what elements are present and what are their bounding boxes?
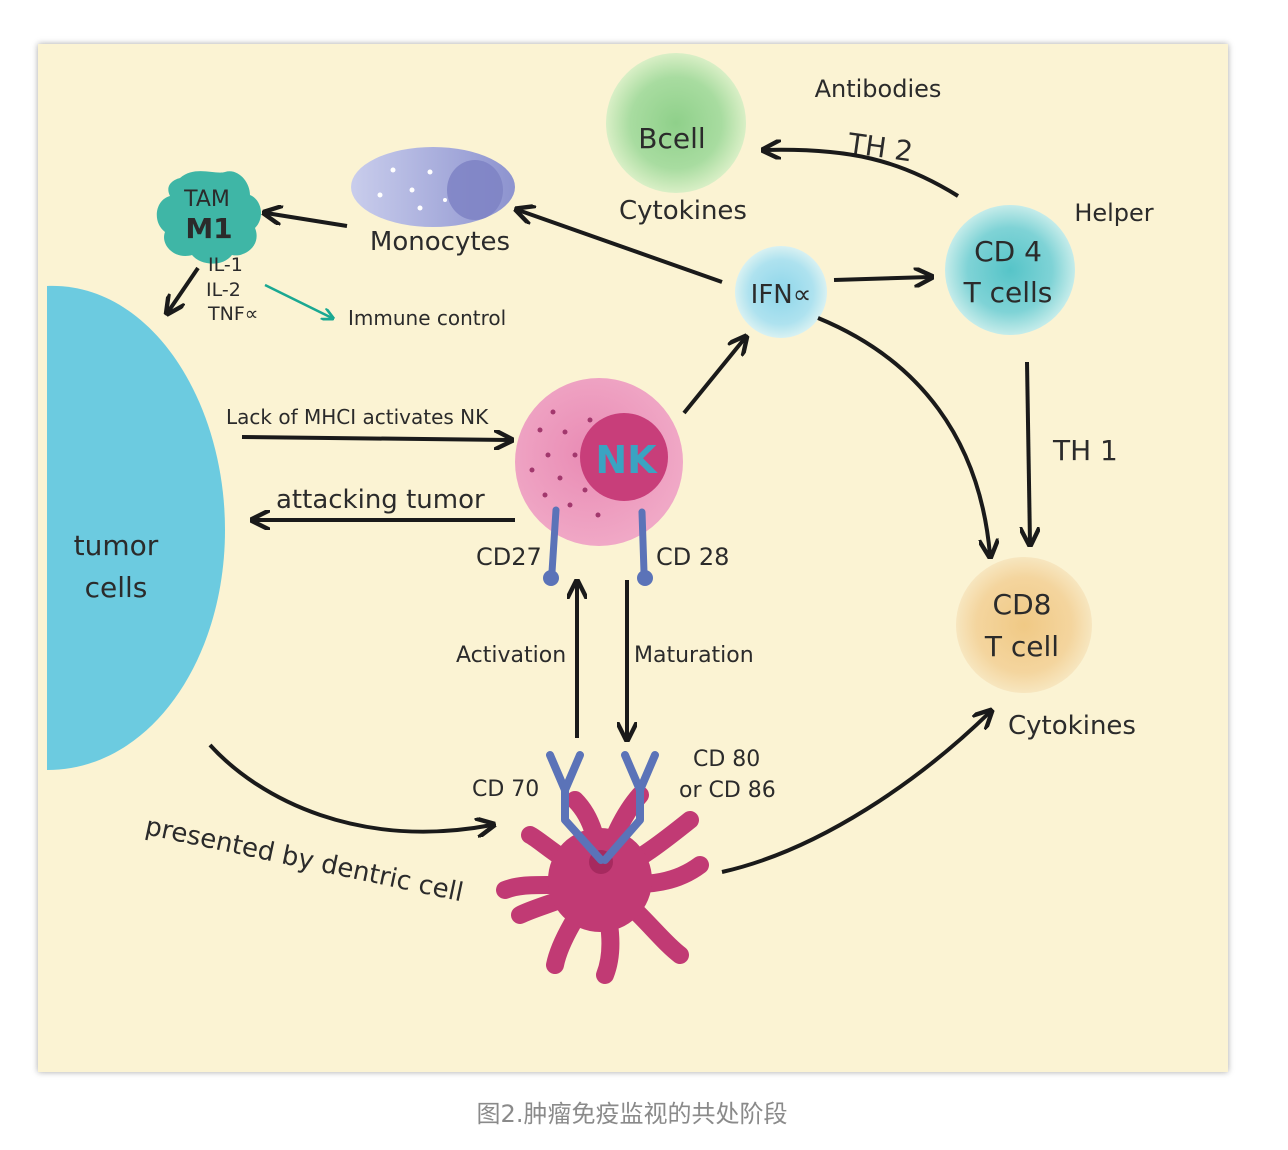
immune-control-label: Immune control [348,306,506,330]
arrow-th1 [1027,361,1030,543]
activation-label: Activation [456,643,566,668]
cd70-label: CD 70 [472,777,539,802]
cd28-label: CD 28 [656,543,729,571]
arrows [168,150,1030,874]
arrow-monocytes-tam [266,213,348,228]
arrow-immune-control [264,283,332,318]
figure-caption: 图2.肿瘤免疫监视的共处阶段 [476,1100,788,1128]
lack-mhc-label: Lack of MHCI activates NK [226,405,489,429]
arrow-dendritic-cd8 [721,712,990,874]
arrow-presented [208,743,492,832]
monocytes-label: Monocytes [370,227,510,257]
cd80-label-1: CD 80 [693,747,760,772]
cd80-label-2: or CD 86 [679,778,776,803]
tam-label: TAM [183,187,230,212]
monocytes: Monocytes [351,147,515,257]
cd8-label-1: CD8 [993,588,1052,621]
il1-label: IL-1 [208,254,243,276]
bcell-label: Bcell [638,122,705,155]
arrow-th2 [765,150,960,198]
maturation-label: Maturation [634,643,754,668]
arrow-ifn-monocytes [518,210,723,284]
helper-label: Helper [1074,199,1153,227]
tumor-label-1: tumor [74,529,159,562]
cd8-t-cell: CD8 T cell [956,557,1092,693]
arrow-lack-mhc [241,437,510,440]
b-cell: Bcell [606,53,746,193]
antibodies-label: Antibodies [815,75,942,103]
tumor-label-2: cells [85,571,148,604]
attacking-tumor-label: attacking tumor [276,485,485,515]
cd4-t-cells: CD 4 T cells [945,205,1075,335]
il2-label: IL-2 [206,279,241,301]
cd8-label-2: T cell [984,630,1059,663]
nk-label: NK [595,438,658,482]
cd27-label: CD27 [476,543,542,571]
presented-label: presented by dentric cell [143,812,466,909]
arrow-tam-tumor [168,266,200,312]
cd8-cytokines-label: Cytokines [1008,711,1136,741]
tnf-label: TNF∝ [207,303,258,325]
cd4-label-2: T cells [963,276,1053,309]
arrow-ifn-cd8 [817,316,990,555]
m1-label: M1 [185,212,232,245]
nk-cell: NK [515,378,683,586]
cd4-label-1: CD 4 [974,235,1042,268]
arrow-nk-ifn [682,338,745,415]
bcell-cytokines-label: Cytokines [619,196,747,226]
th1-label: TH 1 [1052,434,1118,467]
tumor-cells: tumor cells [47,285,225,770]
arrow-ifn-cd4 [833,277,930,280]
tam-m1-cell: TAM M1 [156,171,262,264]
ifn-alpha: IFN∝ [735,246,827,338]
ifn-label: IFN∝ [751,280,812,310]
dendritic-cell [496,751,709,984]
